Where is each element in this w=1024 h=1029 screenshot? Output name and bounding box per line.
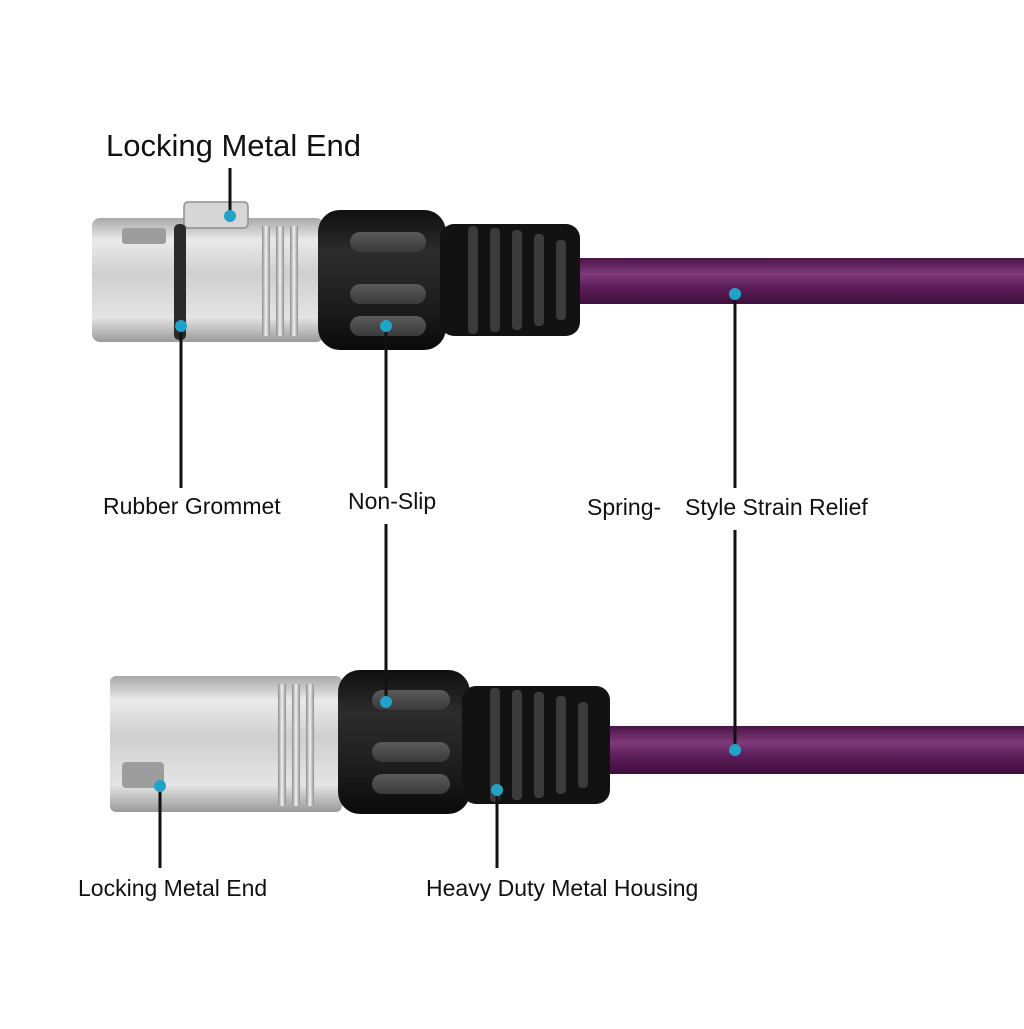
label-spring: Spring- [587, 494, 662, 520]
marker-dot-non-slip-bottom [380, 696, 392, 708]
marker-dots [154, 210, 741, 796]
leader-lines [158, 168, 737, 868]
label-rubber-grommet: Rubber Grommet [103, 493, 281, 519]
top-strain-relief [440, 224, 580, 336]
cable-bottom [600, 726, 1024, 774]
label-bottom-locking-metal-end: Locking Metal End [78, 875, 268, 901]
bottom-strain-relief [462, 686, 610, 804]
label-top-locking-metal-end: Locking Metal End [106, 128, 362, 163]
xlr-female-connector [92, 201, 580, 350]
marker-dot-heavy-duty-housing [491, 784, 503, 796]
marker-dot-rubber-grommet [175, 320, 187, 332]
marker-dot-strain-relief-bottom [729, 744, 741, 756]
marker-dot-bottom-locking-end [154, 780, 166, 792]
xlr-male-connector [110, 670, 610, 814]
cable-top [575, 258, 1024, 304]
marker-dot-top-locking-end [224, 210, 236, 222]
label-heavy-duty-metal-housing: Heavy Duty Metal Housing [426, 875, 699, 901]
top-locking-latch [183, 201, 249, 229]
marker-dot-strain-relief-top [729, 288, 741, 300]
label-non-slip: Non-Slip [348, 488, 437, 514]
rubber-grommet-ring [174, 224, 186, 340]
label-style-strain-relief: Style Strain Relief [685, 494, 868, 520]
marker-dot-non-slip-top [380, 320, 392, 332]
